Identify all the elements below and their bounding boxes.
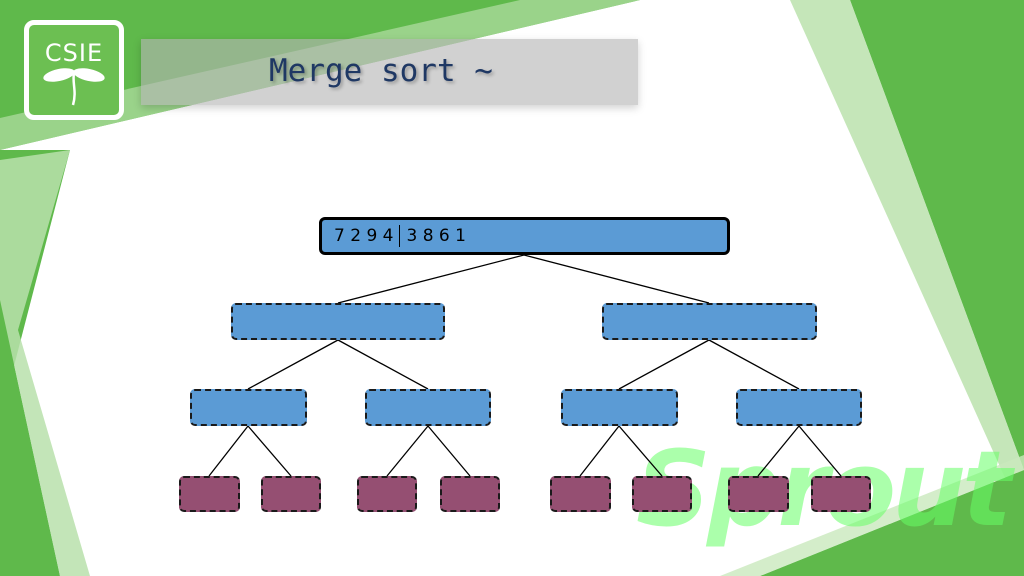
root-right-half: 3 8 6 1: [406, 226, 466, 246]
tree-leaf-node: [550, 476, 611, 512]
tree-node-level2: [190, 389, 307, 426]
tree-leaf-node: [179, 476, 240, 512]
logo-text: CSIE: [44, 39, 104, 67]
tree-edge: [247, 339, 339, 390]
tree-leaf-node: [632, 476, 692, 512]
tree-edge: [618, 339, 710, 390]
tree-edge: [337, 339, 429, 390]
csie-logo: CSIE: [24, 20, 124, 120]
tree-edge: [798, 425, 842, 477]
root-divider: [399, 225, 401, 247]
tree-leaf-node: [728, 476, 789, 512]
tree-edge: [427, 425, 471, 477]
tree-edge: [757, 425, 800, 477]
tree-edge: [337, 254, 525, 304]
tree-edge: [247, 425, 292, 477]
tree-edge: [208, 425, 249, 477]
tree-leaf-node: [357, 476, 417, 512]
root-values: 7 2 9 4 3 8 6 1: [322, 220, 466, 252]
tree-edge: [618, 425, 663, 477]
tree-leaf-node: [440, 476, 500, 512]
title-bar: Merge sort ~: [141, 39, 638, 105]
tree-edge: [708, 339, 800, 390]
tree-edge: [523, 254, 710, 304]
tree-root-node: 7 2 9 4 3 8 6 1: [319, 217, 730, 255]
tree-node-level1: [231, 303, 445, 340]
tree-leaf-node: [261, 476, 321, 512]
tree-node-level2: [561, 389, 678, 426]
tree-node-level2: [736, 389, 862, 426]
tree-edge: [386, 425, 429, 477]
tree-edge: [579, 425, 620, 477]
tree-node-level2: [365, 389, 491, 426]
root-left-half: 7 2 9 4: [334, 226, 394, 246]
tree-leaf-node: [811, 476, 871, 512]
tree-node-level1: [602, 303, 817, 340]
sprout-icon: [43, 68, 105, 106]
slide-title: Merge sort ~: [269, 53, 493, 89]
